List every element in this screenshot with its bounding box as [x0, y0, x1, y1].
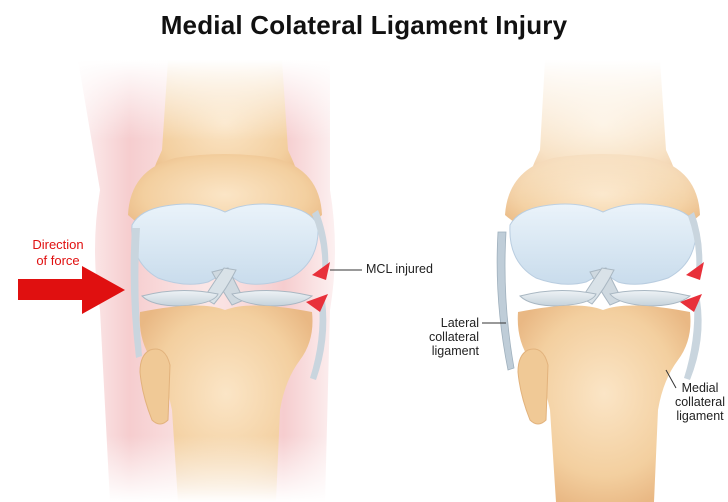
mcl-label-line2: collateral [674, 395, 726, 409]
mcl-injured-label: MCL injured [366, 262, 433, 276]
lcl-label-line1: Lateral [419, 316, 479, 330]
lcl-label-line3: ligament [419, 344, 479, 358]
right-knee-anatomy [480, 60, 720, 502]
medial-collateral-ligament-label: Medial collateral ligament [674, 381, 726, 423]
mcl-label-line1: Medial [674, 381, 726, 395]
force-label-line1: Direction [18, 237, 98, 253]
left-knee-injured [70, 60, 340, 502]
lcl-label-line2: collateral [419, 330, 479, 344]
lateral-collateral-ligament-label: Lateral collateral ligament [419, 316, 479, 358]
force-label-line2: of force [18, 253, 98, 269]
direction-of-force-label: Direction of force [18, 237, 98, 269]
mcl-label-line3: ligament [674, 409, 726, 423]
